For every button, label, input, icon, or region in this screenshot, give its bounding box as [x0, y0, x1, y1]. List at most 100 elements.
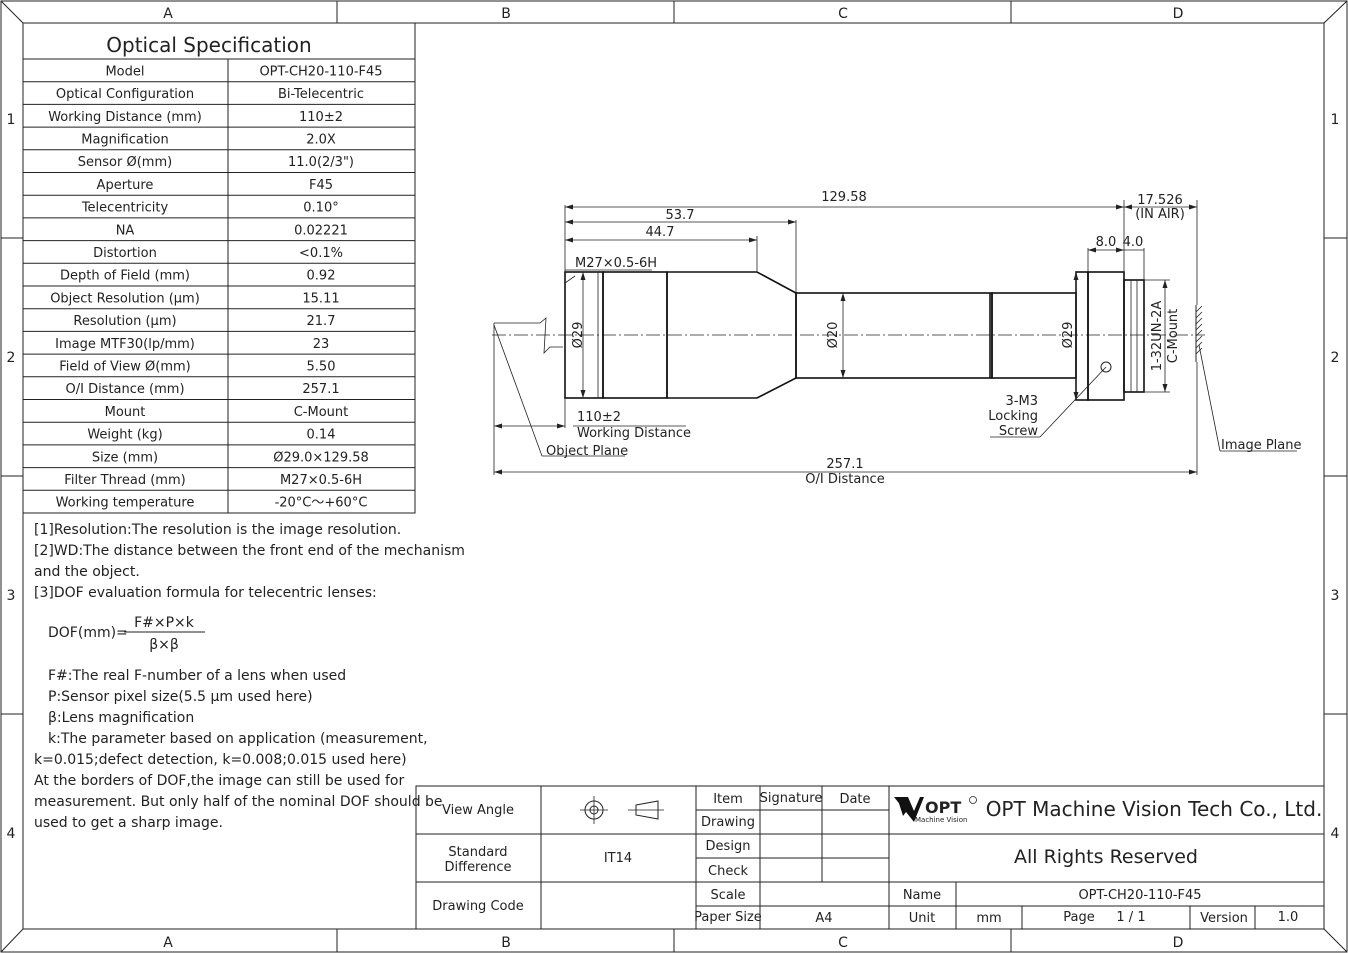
dia-mid-label: Ø20: [826, 322, 841, 349]
filter-thread-label: M27×0.5-6H: [575, 256, 657, 271]
notes: [1]Resolution:The resolution is the imag…: [34, 522, 465, 831]
check-label: Check: [708, 864, 748, 879]
name-label: Name: [903, 888, 941, 903]
note-line: used to get a sharp image.: [34, 815, 223, 831]
page-label: Page: [1063, 910, 1094, 925]
spec-param-name: Depth of Field (mm): [60, 269, 190, 284]
std-diff-label-1: Standard: [448, 845, 507, 860]
rear-flange-step: [1075, 271, 1089, 401]
locking-screw-icon: [1100, 361, 1112, 373]
note-line: At the borders of DOF,the image can stil…: [34, 773, 404, 789]
spec-param-name: Resolution (μm): [73, 314, 176, 329]
spec-param-name: Optical Configuration: [56, 87, 194, 102]
row-label-right: 1: [1331, 112, 1340, 128]
image-plane-label: Image Plane: [1221, 438, 1302, 453]
date-label: Date: [839, 792, 870, 807]
note-line: k=0.015;defect detection, k=0.008;0.015 …: [34, 752, 407, 768]
spec-param-name: Filter Thread (mm): [64, 473, 185, 488]
spec-param-value: 257.1: [302, 382, 339, 397]
dia-front-label: Ø29: [571, 322, 586, 349]
spec-param-value: 0.14: [307, 428, 336, 443]
spec-param-value: Ø29.0×129.58: [273, 450, 369, 465]
row-label-right: 4: [1331, 826, 1340, 842]
dim-4-0: 4.0: [1123, 235, 1144, 250]
dim-8-0: 8.0: [1096, 235, 1117, 250]
company-name: OPT Machine Vision Tech Co., Ltd.: [986, 797, 1323, 821]
note-line: [1]Resolution:The resolution is the imag…: [34, 522, 401, 538]
dof-formula-numerator: F#×P×k: [134, 615, 195, 631]
spec-param-name: Field of View Ø(mm): [59, 359, 191, 374]
col-label-top: B: [501, 6, 511, 22]
spec-param-value: 0.10°: [303, 201, 338, 216]
dim-total-length: 129.58: [821, 190, 867, 205]
spec-param-value: 5.50: [307, 359, 336, 374]
unit-label: Unit: [909, 911, 935, 926]
rights-text: All Rights Reserved: [1014, 846, 1198, 868]
spec-param-value: 0.02221: [294, 223, 348, 238]
mount-name-label: C-Mount: [1166, 309, 1181, 364]
paper-size-label: Paper Size: [694, 910, 762, 925]
object-plane-label: Object Plane: [546, 444, 628, 459]
mount-thread-label: 1-32UN-2A: [1150, 301, 1165, 372]
dim-back-focal: 17.526: [1137, 193, 1183, 208]
std-diff-label-2: Difference: [444, 860, 511, 875]
spec-param-value: F45: [309, 178, 333, 193]
note-line: k:The parameter based on application (me…: [48, 731, 428, 747]
spec-param-value: <0.1%: [299, 246, 343, 261]
spec-param-value: 23: [313, 337, 330, 352]
spec-param-name: Aperture: [97, 178, 154, 193]
object-break-line: [494, 317, 563, 355]
oi-distance-value: 257.1: [826, 457, 863, 472]
spec-param-name: Sensor Ø(mm): [78, 155, 172, 170]
projection-symbol-icon: [580, 796, 664, 824]
col-label-bottom: B: [501, 935, 511, 951]
row-label-left: 4: [7, 826, 16, 842]
spec-param-name: Mount: [105, 405, 146, 420]
spec-param-value: -20°C～+60°C: [275, 496, 368, 511]
col-label-top: C: [838, 6, 848, 22]
version-label: Version: [1200, 911, 1248, 926]
spec-param-name: NA: [116, 223, 135, 238]
spec-param-value: 21.7: [307, 314, 336, 329]
scale-label: Scale: [711, 888, 746, 903]
dimension-arrows: [494, 204, 1197, 475]
paper-size-value: A4: [815, 911, 832, 926]
name-value: OPT-CH20-110-F45: [1078, 888, 1201, 903]
spec-param-value: Bi-Telecentric: [278, 87, 364, 102]
col-label-bottom: A: [163, 935, 173, 951]
wd-label: Working Distance: [577, 426, 691, 441]
view-angle-label: View Angle: [442, 803, 514, 818]
col-label-bottom: D: [1173, 935, 1184, 951]
dim-53-7: 53.7: [666, 208, 695, 223]
item-label: Item: [713, 792, 743, 807]
screw-label-2: Locking: [988, 409, 1038, 424]
spec-param-value: C-Mount: [294, 405, 349, 420]
note-line: P:Sensor pixel size(5.5 μm used here): [48, 689, 313, 705]
logo-subtext: Machine Vision: [915, 816, 967, 824]
spec-param-name: Image MTF30(lp/mm): [55, 337, 195, 352]
spec-param-value: 0.92: [307, 269, 336, 284]
screw-label-1: 3-M3: [1006, 394, 1038, 409]
note-line: [2]WD:The distance between the front end…: [34, 543, 465, 559]
col-label-bottom: C: [838, 935, 848, 951]
spec-param-name: Distortion: [93, 246, 157, 261]
opt-logo-icon: OPT Machine Vision: [894, 796, 977, 824]
spec-param-name: Object Resolution (μm): [50, 291, 200, 306]
spec-param-name: Working Distance (mm): [48, 110, 202, 125]
title-block: View Angle Standard Difference IT14 Draw…: [415, 785, 1325, 930]
spec-param-name: Magnification: [81, 132, 169, 147]
note-line: [3]DOF evaluation formula for telecentri…: [34, 585, 377, 601]
note-line: measurement. But only half of the nomina…: [34, 794, 443, 810]
col-label-top: D: [1173, 6, 1184, 22]
logo-text: OPT: [925, 798, 961, 817]
dimension-lines: [493, 200, 1297, 475]
spec-param-value: 15.11: [302, 291, 339, 306]
spec-param-value: OPT-CH20-110-F45: [259, 64, 382, 79]
spec-param-name: O/I Distance (mm): [65, 382, 184, 397]
col-label-top: A: [163, 6, 173, 22]
spec-param-name: Size (mm): [92, 450, 158, 465]
drawing-label: Drawing: [701, 815, 755, 830]
row-label-left: 2: [7, 350, 16, 366]
spec-param-name: Model: [105, 64, 144, 79]
